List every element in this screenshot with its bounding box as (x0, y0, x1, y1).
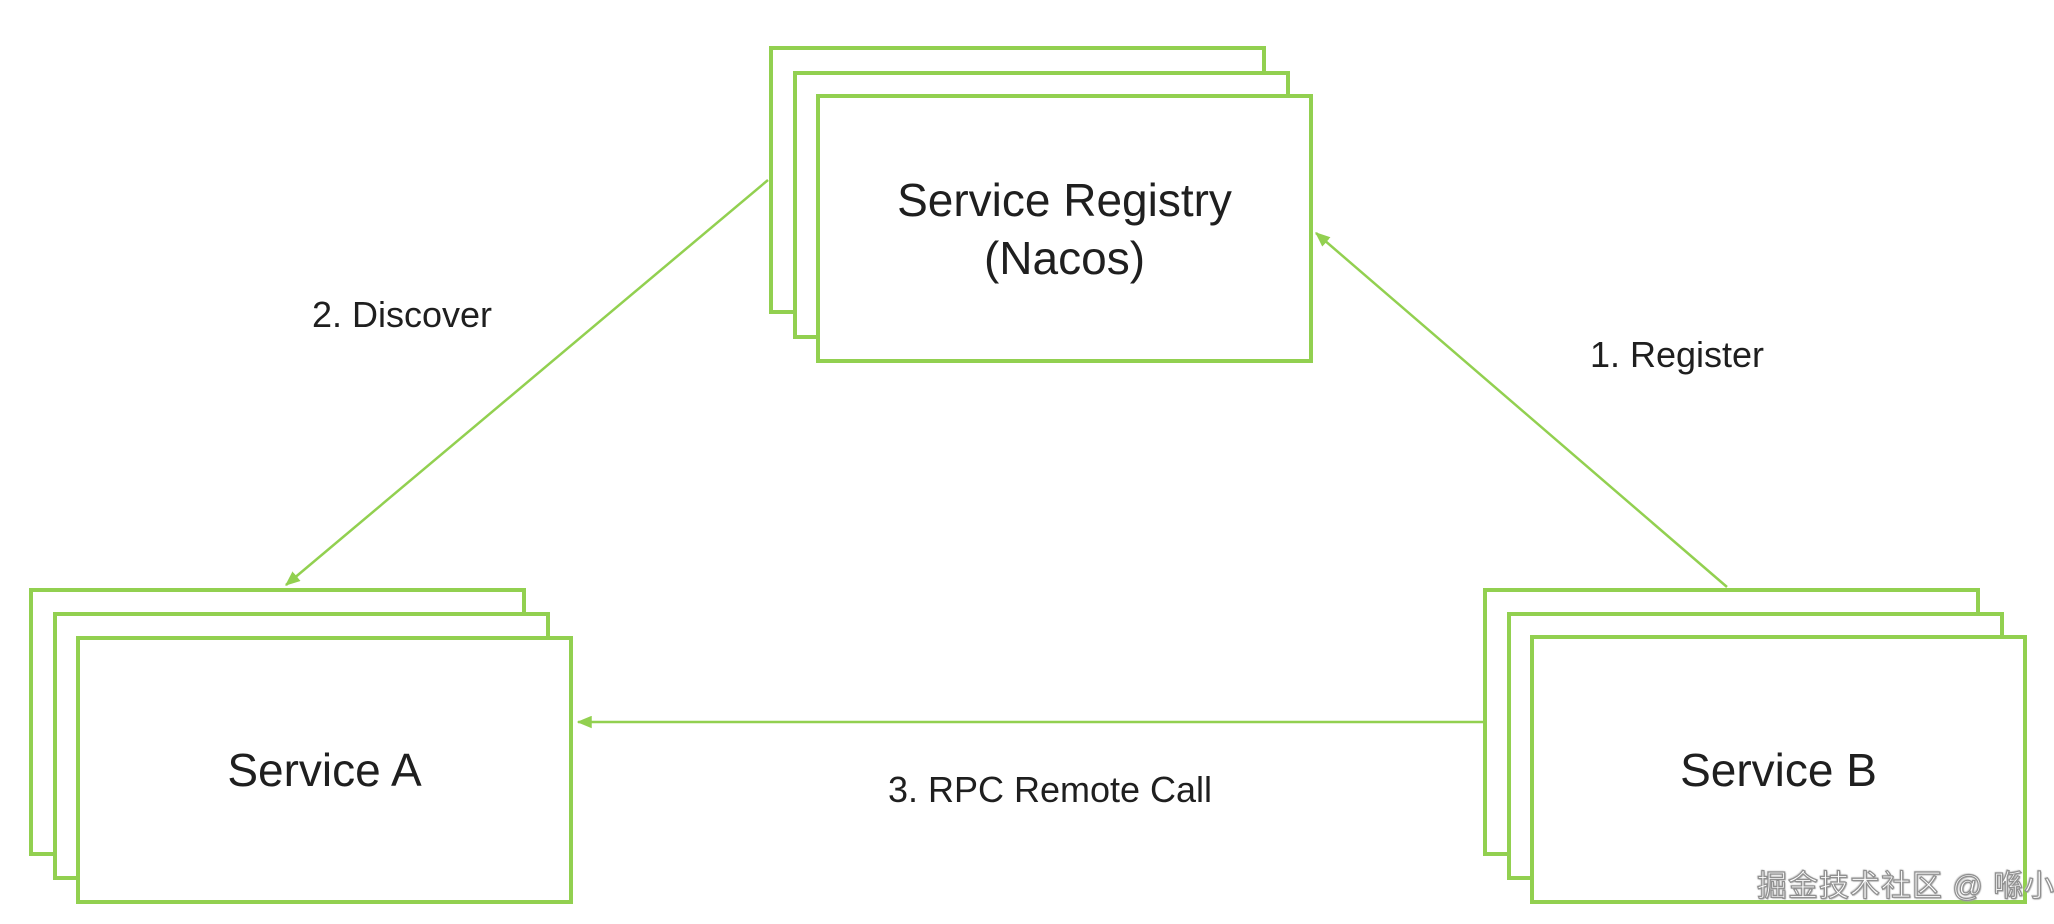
service-b-box-front: Service B (1530, 635, 2027, 904)
service-a-box-front: Service A (76, 636, 573, 904)
discover-arrow-label: 2. Discover (311, 294, 493, 335)
registry-label: Service Registry (Nacos) (897, 171, 1232, 287)
registry-label-line1: Service Registry (897, 173, 1232, 226)
register-arrow-label: 1. Register (1589, 334, 1765, 375)
service-a-label: Service A (227, 744, 422, 796)
registry-label-line2: (Nacos) (983, 231, 1146, 284)
register-arrow (1315, 232, 1728, 588)
service-b-label: Service B (1680, 743, 1877, 796)
rpc-arrow-label: 3. RPC Remote Call (887, 769, 1213, 810)
watermark: 掘金技术社区 @ 喺小VIE (1756, 869, 2054, 903)
registry-box-front: Service Registry (Nacos) (816, 94, 1313, 363)
discover-arrow (285, 179, 769, 586)
